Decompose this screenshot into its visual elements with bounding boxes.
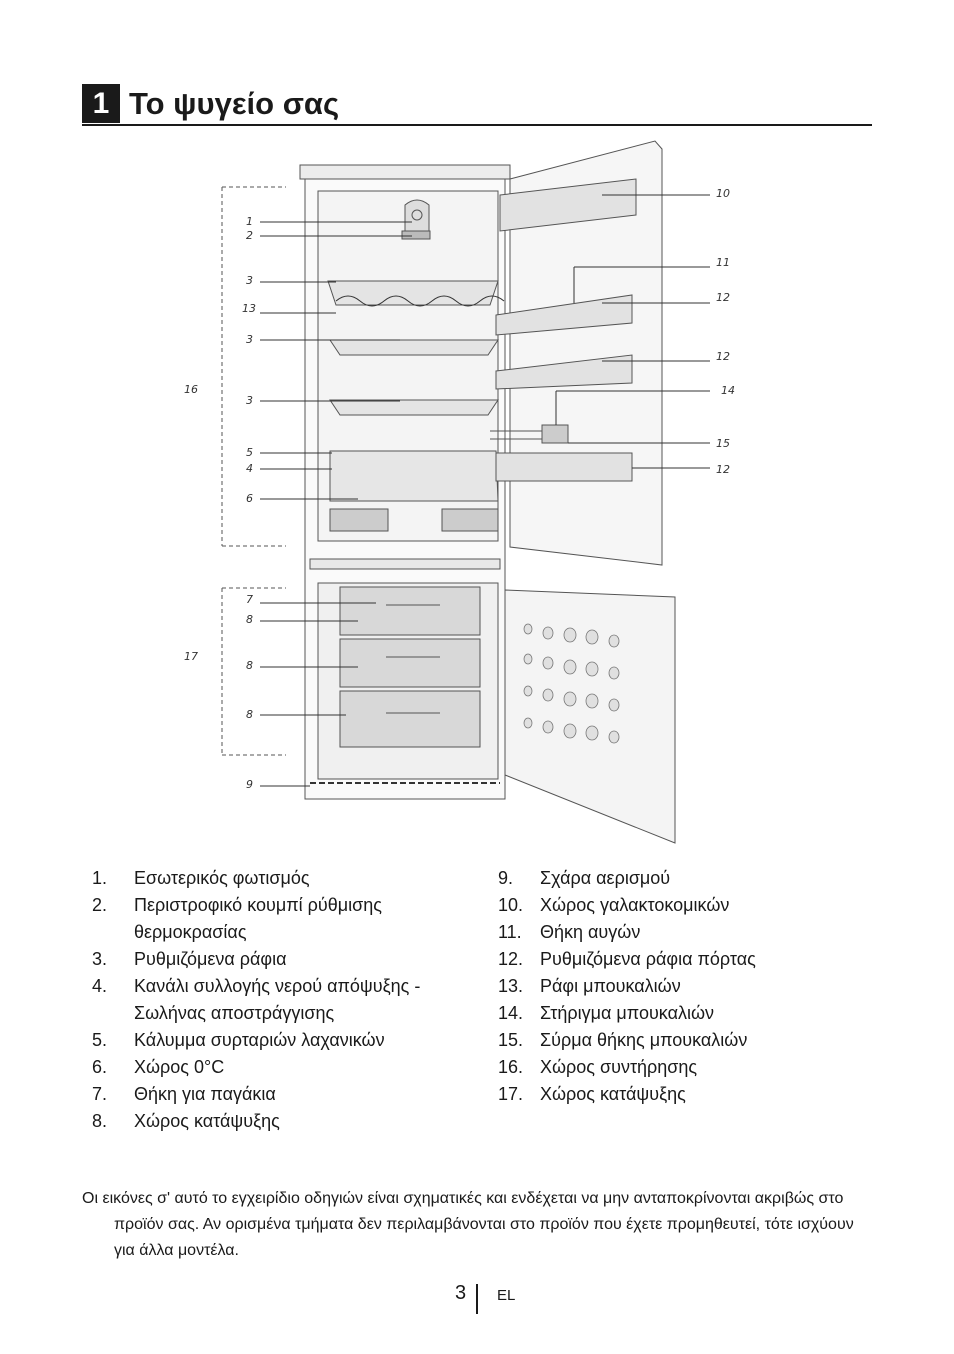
legend-item: 2. Περιστροφικό κουμπί ρύθμισης θερμοκρασ…: [82, 892, 462, 946]
callout-15: 15: [716, 437, 730, 450]
legend-item: 11. Θήκη αυγών: [488, 919, 818, 946]
chapter-header: 1 Το ψυγείο σας: [82, 84, 872, 126]
legend-item-text: Χώρος γαλακτοκομικών: [540, 895, 730, 915]
callout-16: 16: [184, 383, 198, 396]
legend-item-text: Σχάρα αερισμού: [540, 868, 671, 888]
legend-item: 4. Κανάλι συλλογής νερού απόψυξης - Σωλήν…: [82, 973, 462, 1027]
legend-item-text: Σύρμα θήκης μπουκαλιών: [540, 1030, 748, 1050]
legend-item-text: Ράφι μπουκαλιών: [540, 976, 681, 996]
legend-left: 1. Εσωτερικός φωτισμός 2. Περιστροφικό κουμ…: [82, 865, 462, 1135]
legend-item-text: Χώρος κατάψυξης: [540, 1084, 686, 1104]
legend-item-text: Θήκη για παγάκια: [134, 1084, 276, 1104]
legend-item-number: 15.: [498, 1030, 524, 1050]
legend-item: 16. Χώρος συντήρησης: [488, 1054, 818, 1081]
legend-item-number: 2.: [92, 895, 108, 915]
chapter-title: Το ψυγείο σας: [129, 86, 340, 121]
page-number: 3: [455, 1282, 467, 1304]
legend-item-number: 8.: [92, 1111, 108, 1131]
legend-item: 7. Θήκη για παγάκια: [82, 1081, 462, 1108]
legend-item-number: 16.: [498, 1057, 524, 1077]
callout-5: 5: [246, 446, 253, 459]
legend-item: 13. Ράφι μπουκαλιών: [488, 973, 818, 1000]
legend-item-number: 9.: [498, 868, 514, 888]
legend-item-number: 4.: [92, 976, 108, 996]
disclaimer-note: Οι εικόνες σ' αυτό το εγχειρίδιο οδηγιών…: [82, 1186, 872, 1264]
language-code: EL: [497, 1287, 516, 1304]
legend-item-number: 12.: [498, 949, 524, 969]
callout-8a: 8: [246, 613, 253, 626]
legend-item-number: 10.: [498, 895, 524, 915]
legend-item-text: Ρυθμιζόμενα ράφια πόρτας: [540, 949, 756, 969]
disclaimer-text: Οι εικόνες σ' αυτό το εγχειρίδιο οδηγιών…: [82, 1190, 854, 1259]
legend-item-number: 1.: [92, 868, 108, 888]
legend-item-text: Χώρος συντήρησης: [540, 1057, 698, 1077]
callout-3b: 3: [246, 333, 253, 346]
legend-item-number: 13.: [498, 976, 524, 996]
legend-item-number: 3.: [92, 949, 108, 969]
legend-item-text: Χώρος 0°C: [134, 1057, 225, 1077]
callout-13: 13: [242, 302, 256, 315]
legend-item-text: Κανάλι συλλογής νερού απόψυξης - Σωλήνας…: [134, 976, 421, 1023]
callout-10: 10: [716, 187, 730, 200]
callout-12a: 12: [716, 291, 730, 304]
callout-3c: 3: [246, 394, 253, 407]
footer-separator: [476, 1284, 478, 1314]
callout-12c: 12: [716, 463, 730, 476]
chapter-number: 1: [82, 84, 120, 123]
legend-item-text: Εσωτερικός φωτισμός: [134, 868, 310, 888]
legend-item: 10. Χώρος γαλακτοκομικών: [488, 892, 818, 919]
legend-item: 17. Χώρος κατάψυξης: [488, 1081, 818, 1108]
callout-9: 9: [246, 778, 253, 791]
legend-item-number: 6.: [92, 1057, 108, 1077]
legend-item-text: Στήριγμα μπουκαλιών: [540, 1003, 715, 1023]
legend-item: 6. Χώρος 0°C: [82, 1054, 462, 1081]
legend-item-text: Περιστροφικό κουμπί ρύθμισης θερμοκρασία…: [134, 895, 382, 942]
callout-11: 11: [716, 256, 730, 269]
callout-6: 6: [246, 492, 253, 505]
legend-item-number: 17.: [498, 1084, 524, 1104]
fridge-diagram: 1 2 3 13 3 3 5 4 6 7 8 8 8 9 10 11 12 12…: [184, 140, 735, 844]
callout-14: 14: [721, 384, 735, 397]
legend-item: 14. Στήριγμα μπουκαλιών: [488, 1000, 818, 1027]
legend-item: 15. Σύρμα θήκης μπουκαλιών: [488, 1027, 818, 1054]
legend-item-text: Χώρος κατάψυξης: [134, 1111, 280, 1131]
callout-17: 17: [184, 650, 198, 663]
legend-item-text: Θήκη αυγών: [540, 922, 641, 942]
callout-3a: 3: [246, 274, 253, 287]
callout-7: 7: [246, 593, 253, 606]
callout-2: 2: [246, 229, 253, 242]
callout-8b: 8: [246, 659, 253, 672]
legend-item: 9. Σχάρα αερισμού: [488, 865, 818, 892]
legend-item: 12. Ρυθμιζόμενα ράφια πόρτας: [488, 946, 818, 973]
legend-item-number: 11.: [498, 922, 522, 942]
legend-item-text: Ρυθμιζόμενα ράφια: [134, 949, 287, 969]
legend-item: 3. Ρυθμιζόμενα ράφια: [82, 946, 462, 973]
callout-1: 1: [246, 215, 253, 228]
legend-item: 5. Κάλυμμα συρταριών λαχανικών: [82, 1027, 462, 1054]
callout-8c: 8: [246, 708, 253, 721]
legend-item-text: Κάλυμμα συρταριών λαχανικών: [134, 1030, 385, 1050]
page-footer: 3 EL: [0, 1280, 954, 1320]
legend-item-number: 14.: [498, 1003, 524, 1023]
legend-item: 8. Χώρος κατάψυξης: [82, 1108, 462, 1135]
callout-12b: 12: [716, 350, 730, 363]
legend-item: 1. Εσωτερικός φωτισμός: [82, 865, 462, 892]
legend-item-number: 5.: [92, 1030, 108, 1050]
callout-4: 4: [246, 462, 253, 475]
legend-item-number: 7.: [92, 1084, 108, 1104]
